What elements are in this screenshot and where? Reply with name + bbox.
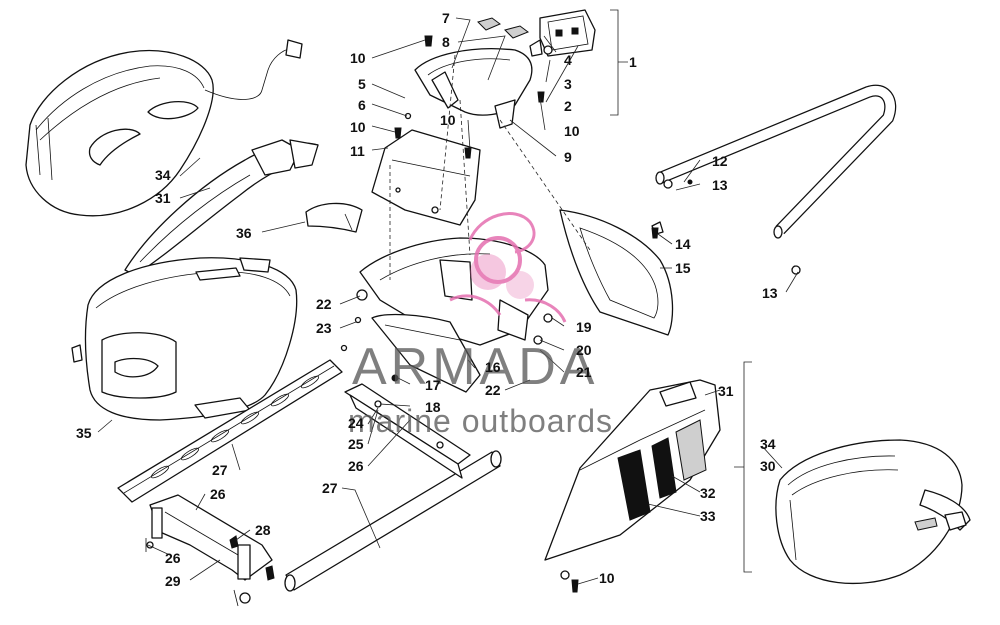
trim-strip-left [124,139,319,276]
callout-13b: 13 [762,285,778,301]
bracket-29 [145,494,275,607]
callout-26b: 26 [210,486,226,502]
callout-6: 6 [358,97,366,113]
callout-10d: 10 [564,123,580,139]
tail-section-center [359,237,553,346]
callout-23: 23 [316,320,332,336]
callout-10c: 10 [440,112,456,128]
callout-32: 32 [700,485,716,501]
callout-24: 24 [348,415,364,431]
callout-28: 28 [255,522,271,538]
callout-19: 19 [576,319,592,335]
saddlebag-left [25,39,303,217]
callout-7: 7 [442,10,450,26]
pads-7-8 [477,17,530,39]
callout-22b: 22 [485,382,501,398]
callout-29: 29 [165,573,181,589]
housing-9 [414,48,533,211]
callout-27a: 27 [212,462,228,478]
callout-21: 21 [576,364,592,380]
callout-labels: 1 2 3 4 5 6 7 8 9 10 10 10 10 10 11 12 1… [76,10,778,589]
callout-33: 33 [700,508,716,524]
side-panel-31 [544,379,721,561]
panel-11 [371,129,481,226]
callout-27b: 27 [322,480,338,496]
callout-2: 2 [564,98,572,114]
leader-lines [97,9,799,585]
callout-34b: 34 [760,436,776,452]
rail-27-lower [284,450,502,592]
grab-bar-12 [655,84,897,271]
saddlebag-right [775,439,971,584]
callout-3: 3 [564,76,572,92]
callout-18: 18 [425,399,441,415]
callout-12: 12 [712,153,728,169]
callout-11: 11 [350,143,365,159]
callout-26a: 26 [348,458,364,474]
part-36-pad [305,202,363,233]
callout-5: 5 [358,76,366,92]
taillight-1 [529,9,596,57]
callout-8: 8 [442,34,450,50]
callout-31b: 31 [718,383,734,399]
callout-35: 35 [76,425,92,441]
callout-30: 30 [760,458,776,474]
callout-13a: 13 [712,177,728,193]
callout-10b: 10 [350,119,366,135]
callout-9: 9 [564,149,572,165]
callout-36: 36 [236,225,252,241]
trunk-35 [71,257,298,421]
hardware-bolts [340,35,801,593]
callout-34a: 34 [155,167,171,183]
bracket-24-25 [344,383,471,479]
rail-27-upper [117,359,343,503]
watermark-tagline: marine outboards [348,403,613,439]
panel-16 [371,313,481,393]
callout-16: 16 [485,359,501,375]
watermark-logo [449,212,567,323]
callout-17: 17 [425,377,441,393]
callout-31a: 31 [155,190,171,206]
callout-26c: 26 [165,550,181,566]
callout-10a: 10 [350,50,366,66]
callout-20: 20 [576,342,592,358]
callout-15: 15 [675,260,691,276]
watermark-brand: ARMADA [352,338,598,396]
callout-10e: 10 [599,570,615,586]
callout-25: 25 [348,436,364,452]
callout-14: 14 [675,236,691,252]
callout-4: 4 [564,52,572,68]
callout-1: 1 [629,54,637,70]
callout-22a: 22 [316,296,332,312]
